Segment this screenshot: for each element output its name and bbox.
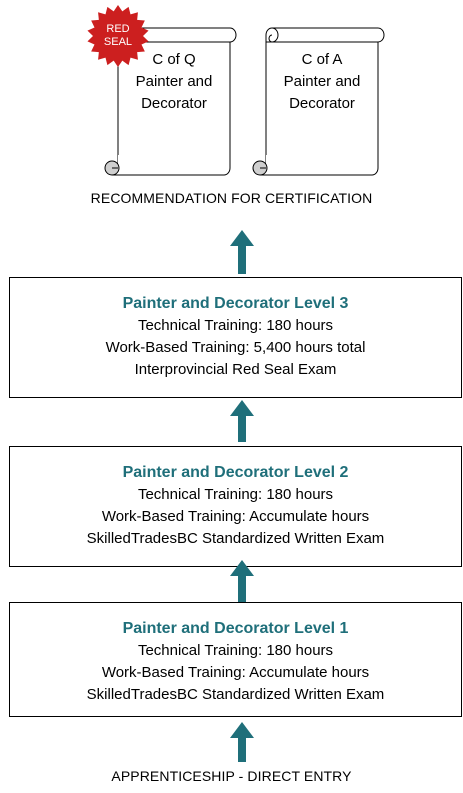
level-3-line-3: Interprovincial Red Seal Exam <box>134 361 337 378</box>
level-2-line-1: Technical Training: 180 hours <box>137 486 334 503</box>
apprenticeship-entry-caption: APPRENTICESHIP - DIRECT ENTRY <box>111 768 352 784</box>
level-2-line-3: SkilledTradesBC Standardized Written Exa… <box>86 530 385 547</box>
certificate-cofa-line1: C of A <box>301 51 343 68</box>
level-2-title: Painter and Decorator Level 2 <box>122 464 349 481</box>
level-1-line-2: Work-Based Training: Accumulate hours <box>101 664 370 681</box>
certificate-cofq-line1: C of Q <box>152 51 196 68</box>
level-2-box: Painter and Decorator Level 2 Technical … <box>9 446 462 567</box>
up-arrow-icon <box>230 560 254 602</box>
level-3-line-2: Work-Based Training: 5,400 hours total <box>105 339 366 356</box>
up-arrow-icon <box>230 230 254 274</box>
up-arrow-icon <box>230 722 254 762</box>
level-1-line-1: Technical Training: 180 hours <box>137 642 334 659</box>
certificate-scroll-cofa <box>252 27 385 176</box>
level-3-line-1: Technical Training: 180 hours <box>137 317 334 334</box>
level-1-title: Painter and Decorator Level 1 <box>122 620 349 637</box>
red-seal-line1: RED <box>106 23 130 35</box>
certificate-cofq-text: C of Q Painter and Decorator <box>118 49 230 115</box>
level-1-line-3: SkilledTradesBC Standardized Written Exa… <box>86 686 385 703</box>
certificate-cofa-text: C of A Painter and Decorator <box>266 49 378 115</box>
red-seal-badge-icon <box>87 5 149 67</box>
certificate-cofa-line3: Decorator <box>289 95 355 112</box>
certificate-cofa-line2: Painter and <box>283 73 361 90</box>
level-1-box: Painter and Decorator Level 1 Technical … <box>9 602 462 717</box>
red-seal-badge-text: RED SEAL <box>98 23 138 49</box>
level-3-box: Painter and Decorator Level 3 Technical … <box>9 277 462 398</box>
level-2-line-2: Work-Based Training: Accumulate hours <box>101 508 370 525</box>
certificate-cofq-line3: Decorator <box>141 95 207 112</box>
certificate-cofq-line2: Painter and <box>135 73 213 90</box>
red-seal-line2: SEAL <box>103 36 133 48</box>
level-3-title: Painter and Decorator Level 3 <box>122 295 349 312</box>
up-arrow-icon <box>230 400 254 442</box>
recommendation-caption: RECOMMENDATION FOR CERTIFICATION <box>90 190 373 206</box>
